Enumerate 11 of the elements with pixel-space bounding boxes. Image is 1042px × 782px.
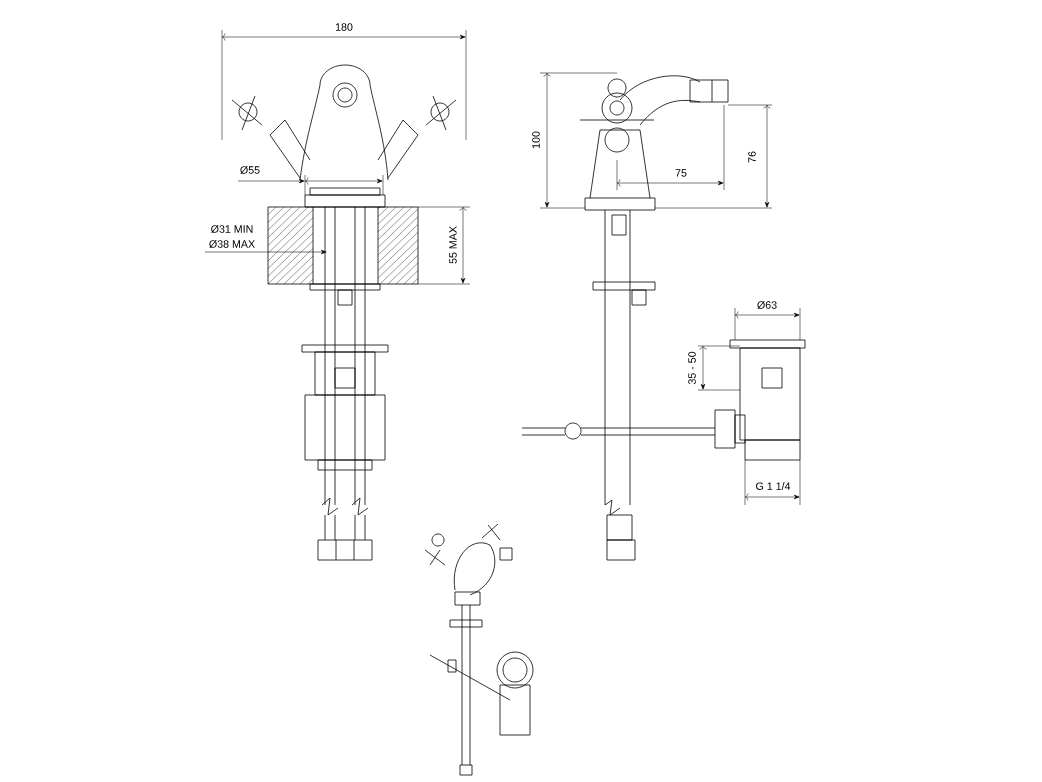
dimension-label: 35 - 50 (688, 351, 696, 385)
dimension-label: Ø55 (240, 166, 260, 174)
dimension-label: 100 (532, 131, 540, 149)
dimension-label: 55 MAX (449, 226, 457, 264)
dimension-label: Ø31 MIN (211, 225, 253, 233)
dimension-label: Ø63 (757, 301, 777, 309)
dimension-label: Ø38 MAX (209, 240, 255, 248)
dimension-label: 75 (675, 169, 687, 177)
dimension-label: 180 (335, 23, 353, 31)
dimension-label: 76 (748, 151, 756, 163)
dimension-label: G 1 1/4 (756, 482, 791, 490)
